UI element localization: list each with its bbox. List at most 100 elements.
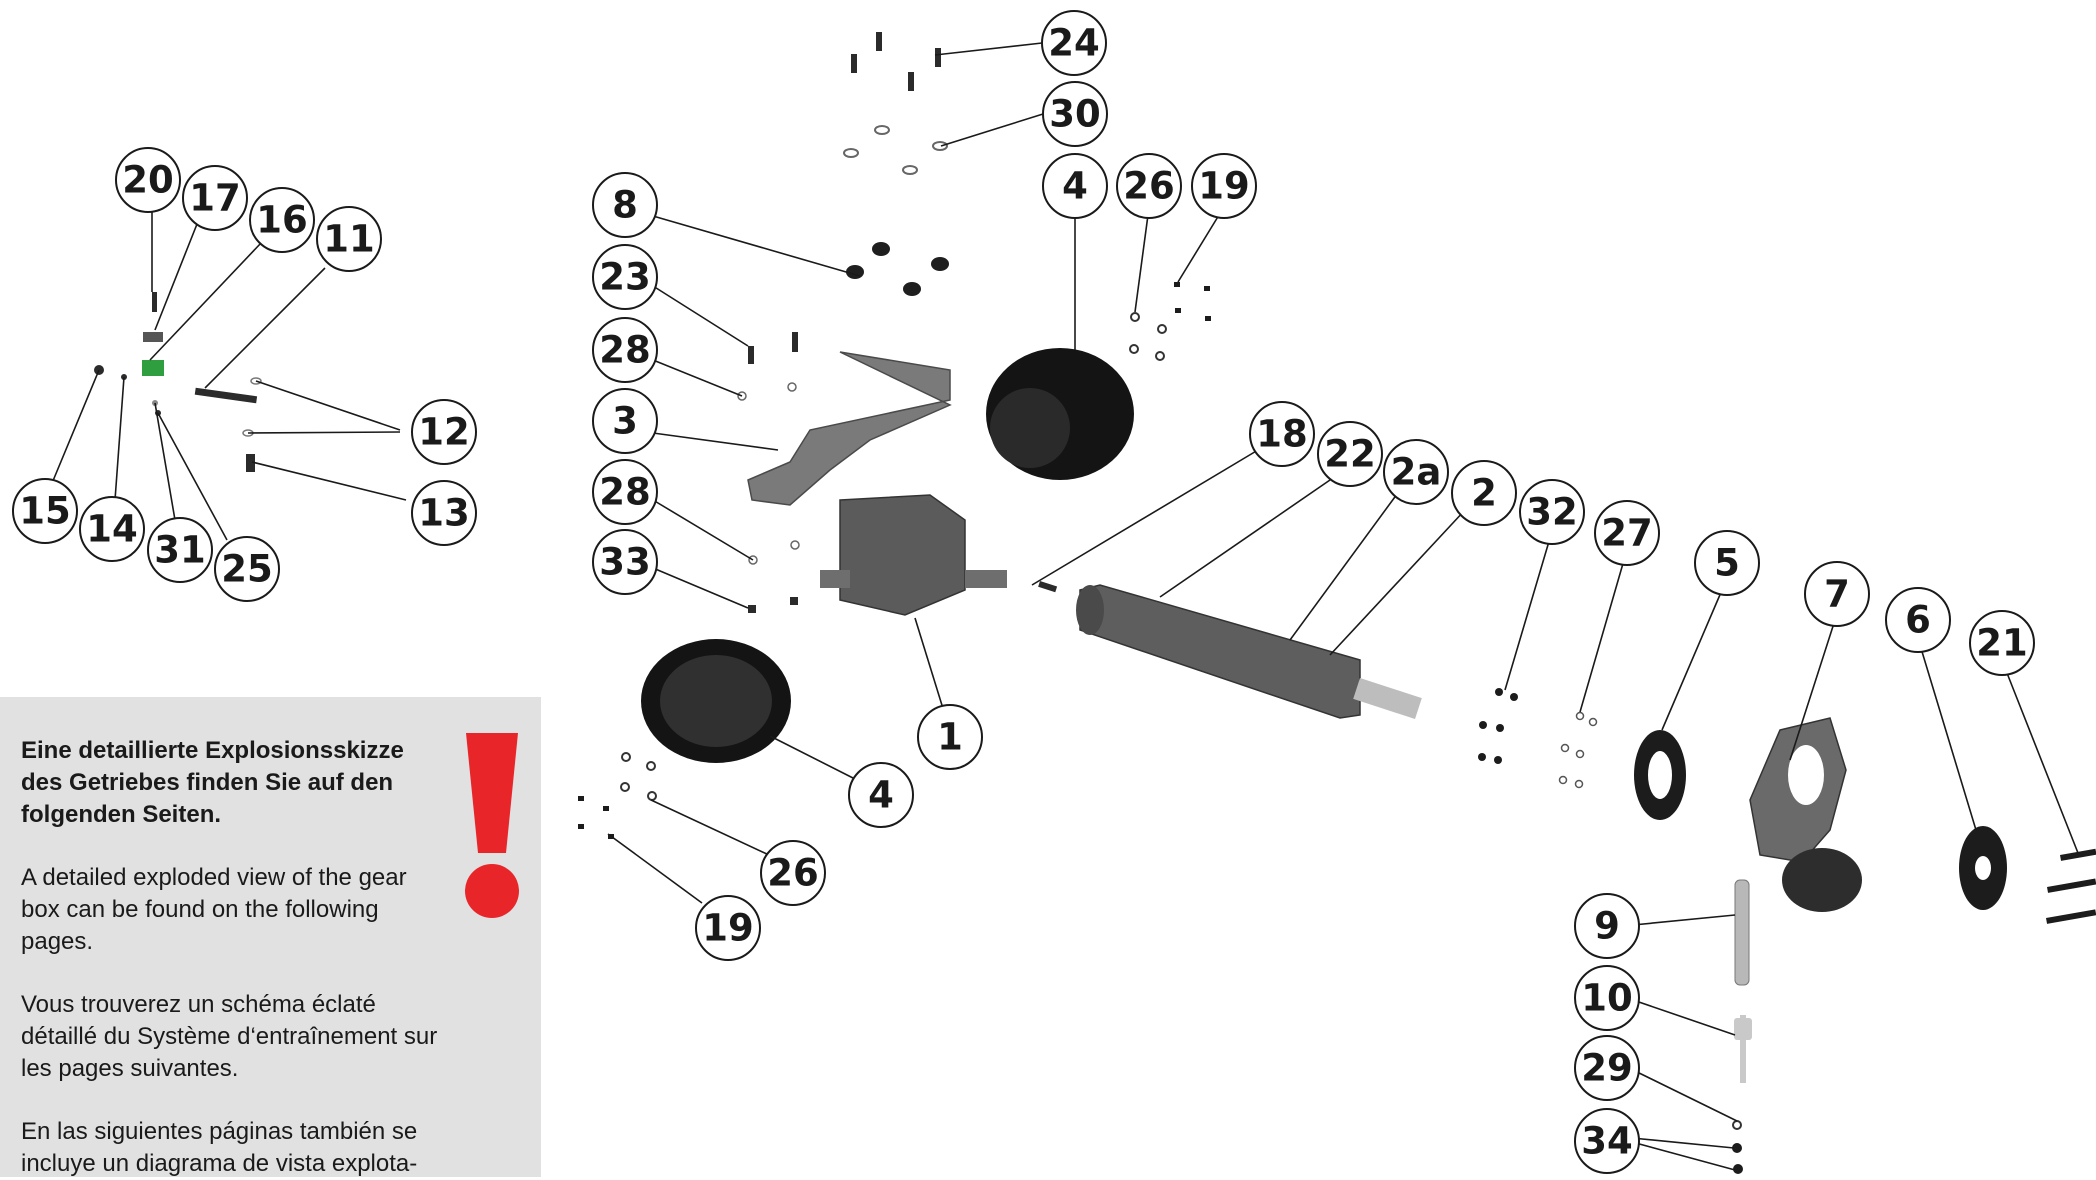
part-spacer-disc [1959,826,2007,910]
svg-text:20: 20 [122,159,174,202]
part-group-rubber-blocks [846,242,949,296]
callout-32: 32 [1519,479,1585,545]
leader-lines [49,42,2079,1171]
part-group-left-small [94,292,262,472]
callout-3: 3 [592,388,658,454]
callout-2a: 2a [1383,439,1449,505]
svg-text:22: 22 [1324,433,1376,476]
callout-21: 21 [1969,610,2035,676]
callout-20: 20 [115,147,181,213]
svg-text:8: 8 [612,184,638,227]
callout-16: 16 [249,187,315,253]
callout-2: 2 [1451,460,1517,526]
callout-33: 33 [592,529,658,595]
svg-text:17: 17 [189,177,241,220]
callout-6: 6 [1885,587,1951,653]
part-pulley-lower [641,639,791,763]
svg-text:13: 13 [418,492,470,535]
callout-29: 29 [1574,1035,1640,1101]
part-seal-ring [1634,730,1686,820]
note-french: Vous trouverez un schéma éclaté détaillé… [21,991,438,1082]
callout-11: 11 [316,206,382,272]
callout-28-upper: 28 [592,317,658,383]
callout-31: 31 [147,517,213,583]
callout-19-lower: 19 [695,895,761,961]
svg-text:4: 4 [868,774,894,817]
svg-text:23: 23 [599,256,651,299]
svg-text:10: 10 [1581,977,1633,1020]
svg-text:12: 12 [418,411,470,454]
svg-text:34: 34 [1581,1120,1633,1163]
svg-text:5: 5 [1714,542,1740,585]
callout-9: 9 [1574,893,1640,959]
callout-8: 8 [592,172,658,238]
callout-27: 27 [1594,500,1660,566]
note-panel: Eine detaillierte Explosionsskizze des G… [0,697,541,1177]
svg-text:28: 28 [599,329,651,372]
callout-12: 12 [411,399,477,465]
part-group-right-fasteners [1478,688,1598,789]
callout-7: 7 [1804,561,1870,627]
svg-text:16: 16 [256,199,308,242]
svg-text:14: 14 [86,508,138,551]
callout-34: 34 [1574,1108,1640,1174]
note-german: Eine detaillierte Explosionsskizze des G… [21,737,404,828]
svg-text:29: 29 [1581,1047,1633,1090]
svg-text:21: 21 [1976,622,2028,665]
svg-text:28: 28 [599,471,651,514]
svg-text:32: 32 [1526,491,1578,534]
callout-4-lower: 4 [848,762,914,828]
part-spring [1734,879,1750,986]
callout-28-lower: 28 [592,459,658,525]
svg-text:24: 24 [1048,22,1100,65]
part-tensioner-arm [1749,717,1862,912]
part-group-top-screws [843,32,948,175]
svg-text:33: 33 [599,541,651,584]
callout-26-upper: 26 [1116,153,1182,219]
svg-text:6: 6 [1905,599,1931,642]
svg-text:26: 26 [767,852,819,895]
callout-19-upper: 19 [1191,153,1257,219]
svg-text:31: 31 [154,529,206,572]
svg-text:4: 4 [1062,165,1088,208]
part-group-small-fasteners [620,312,1167,801]
exclamation-icon [465,733,519,918]
part-gearbox [820,494,1007,616]
callout-30: 30 [1042,81,1108,147]
callout-14: 14 [79,496,145,562]
svg-text:27: 27 [1601,512,1653,555]
svg-text:2: 2 [1471,472,1497,515]
svg-text:2a: 2a [1391,451,1442,494]
part-pin [1734,1015,1752,1083]
part-pulley-upper [986,348,1134,480]
callout-23: 23 [592,244,658,310]
svg-text:25: 25 [221,548,273,591]
svg-text:9: 9 [1594,905,1620,948]
svg-text:3: 3 [612,400,638,443]
part-shaft-housing [1038,581,1422,720]
svg-text:7: 7 [1824,573,1850,616]
callout-24: 24 [1041,10,1107,76]
svg-text:30: 30 [1049,93,1101,136]
callout-22: 22 [1317,421,1383,487]
svg-text:26: 26 [1123,165,1175,208]
callout-1: 1 [917,704,983,770]
svg-text:15: 15 [19,490,71,533]
callout-10: 10 [1574,965,1640,1031]
svg-text:11: 11 [323,218,375,261]
callout-18: 18 [1249,401,1315,467]
callout-17: 17 [182,165,248,231]
callouts: 20 17 16 11 12 13 15 14 31 25 24 30 8 23… [12,10,2035,1174]
part-group-bolts [2046,848,2096,924]
note-spanish: En las siguientes páginas también se inc… [21,1118,418,1177]
callout-5: 5 [1694,530,1760,596]
part-bracket [737,332,952,613]
callout-26-lower: 26 [760,840,826,906]
callout-15: 15 [12,478,78,544]
note-english: A detailed exploded view of the gear box… [21,864,407,955]
svg-text:1: 1 [937,716,963,759]
svg-text:18: 18 [1256,413,1308,456]
svg-text:19: 19 [1198,165,1250,208]
svg-text:19: 19 [702,907,754,950]
